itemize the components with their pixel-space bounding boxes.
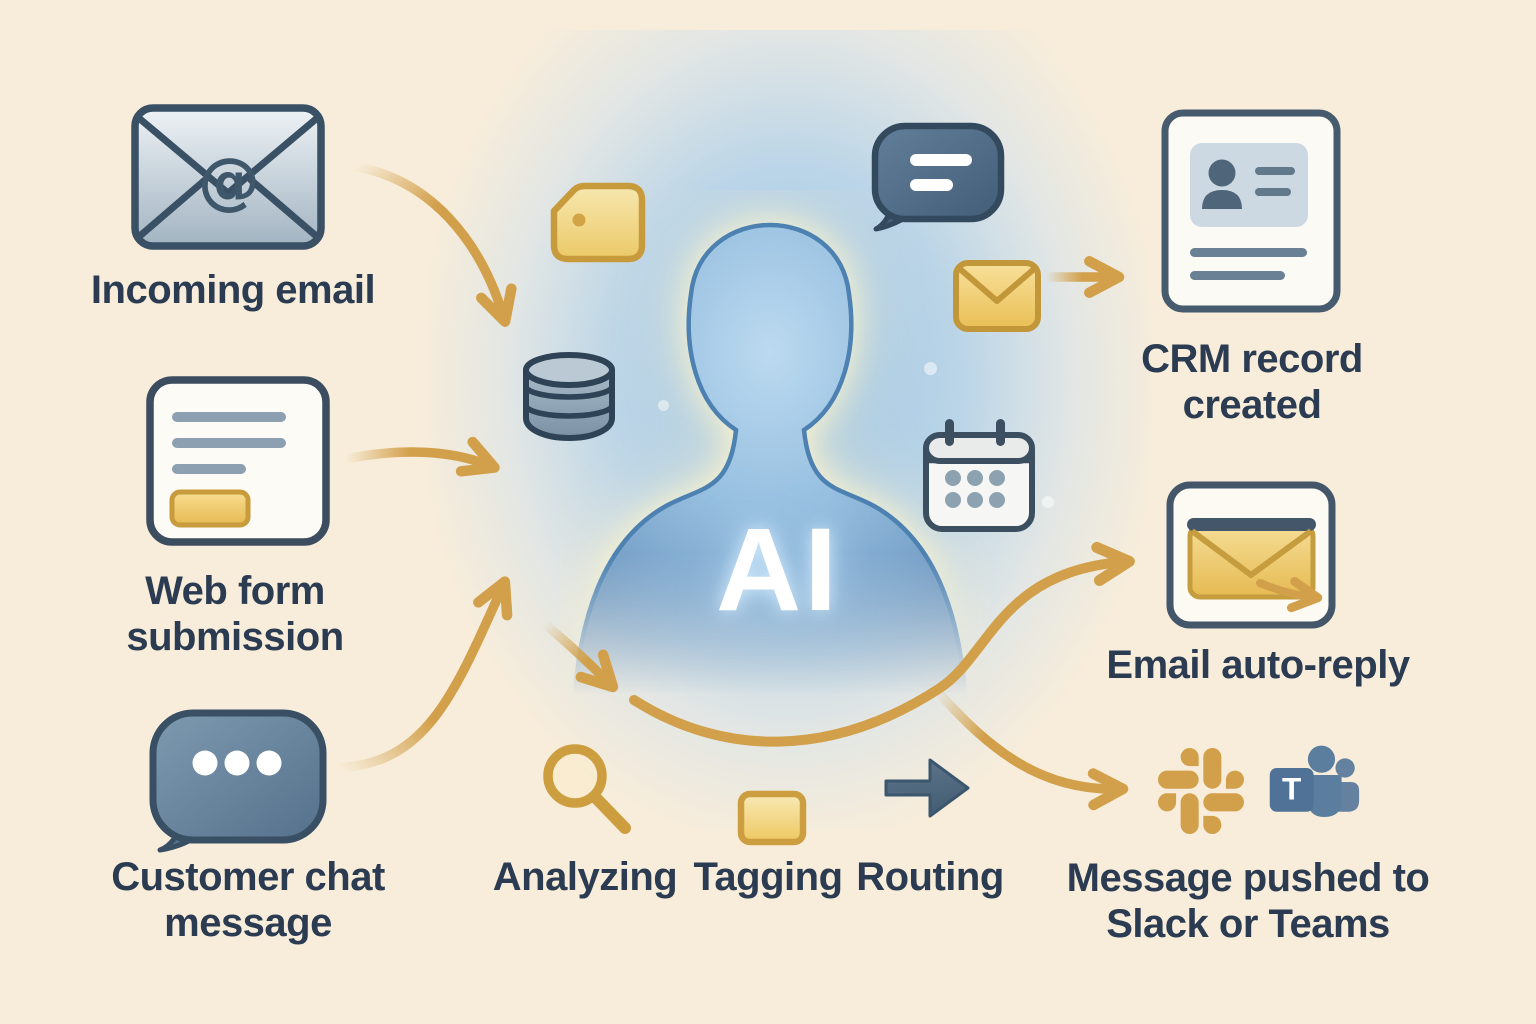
output-label-crm: CRM record created: [1141, 337, 1363, 427]
teams-t-letter: T: [1282, 771, 1301, 807]
decor-dot: [658, 400, 669, 411]
teams-icon: T: [1269, 745, 1360, 818]
input-label-incoming-email: Incoming email: [90, 268, 376, 312]
input-label-customer-chat: Customer chat message: [111, 855, 385, 945]
step-label-analyzing: Analyzing: [492, 855, 678, 899]
calendar-icon: [923, 419, 1035, 532]
web-form-icon: [146, 376, 330, 546]
decor-dot: [924, 362, 937, 375]
arrow-into-ai: [540, 619, 619, 693]
at-glyph: @: [198, 144, 260, 217]
database-icon: [523, 352, 615, 441]
step-label-tagging: Tagging: [693, 855, 843, 899]
magnifier-icon: [543, 744, 631, 834]
arrow-chat-to-ai: [335, 576, 513, 773]
envelope-icon: [953, 260, 1041, 332]
arrow-email-to-ai: [352, 162, 517, 327]
tag-icon: [550, 182, 646, 263]
arrow-form-to-ai: [341, 436, 500, 477]
step-label-routing: Routing: [856, 855, 1004, 899]
output-label-slack-teams: Message pushed to Slack or Teams: [1066, 856, 1430, 946]
decor-dot: [1042, 496, 1054, 508]
tag-rect-icon: [737, 790, 807, 846]
chat-bubble-icon: [149, 709, 327, 853]
arrow-ai-to-slack: [933, 687, 1129, 811]
arrow-right-icon: [884, 758, 970, 818]
ai-label: AI: [716, 504, 840, 636]
crm-card-icon: [1161, 109, 1341, 313]
output-label-auto-reply: Email auto-reply: [1106, 643, 1410, 687]
ai-person-silhouette: [571, 222, 969, 713]
slack-icon: [1158, 748, 1244, 834]
message-bubble-icon: [871, 122, 1005, 232]
input-label-web-form: Web form submission: [126, 569, 344, 659]
email-send-icon: [1166, 481, 1336, 629]
email-at-icon: @: [131, 104, 325, 250]
